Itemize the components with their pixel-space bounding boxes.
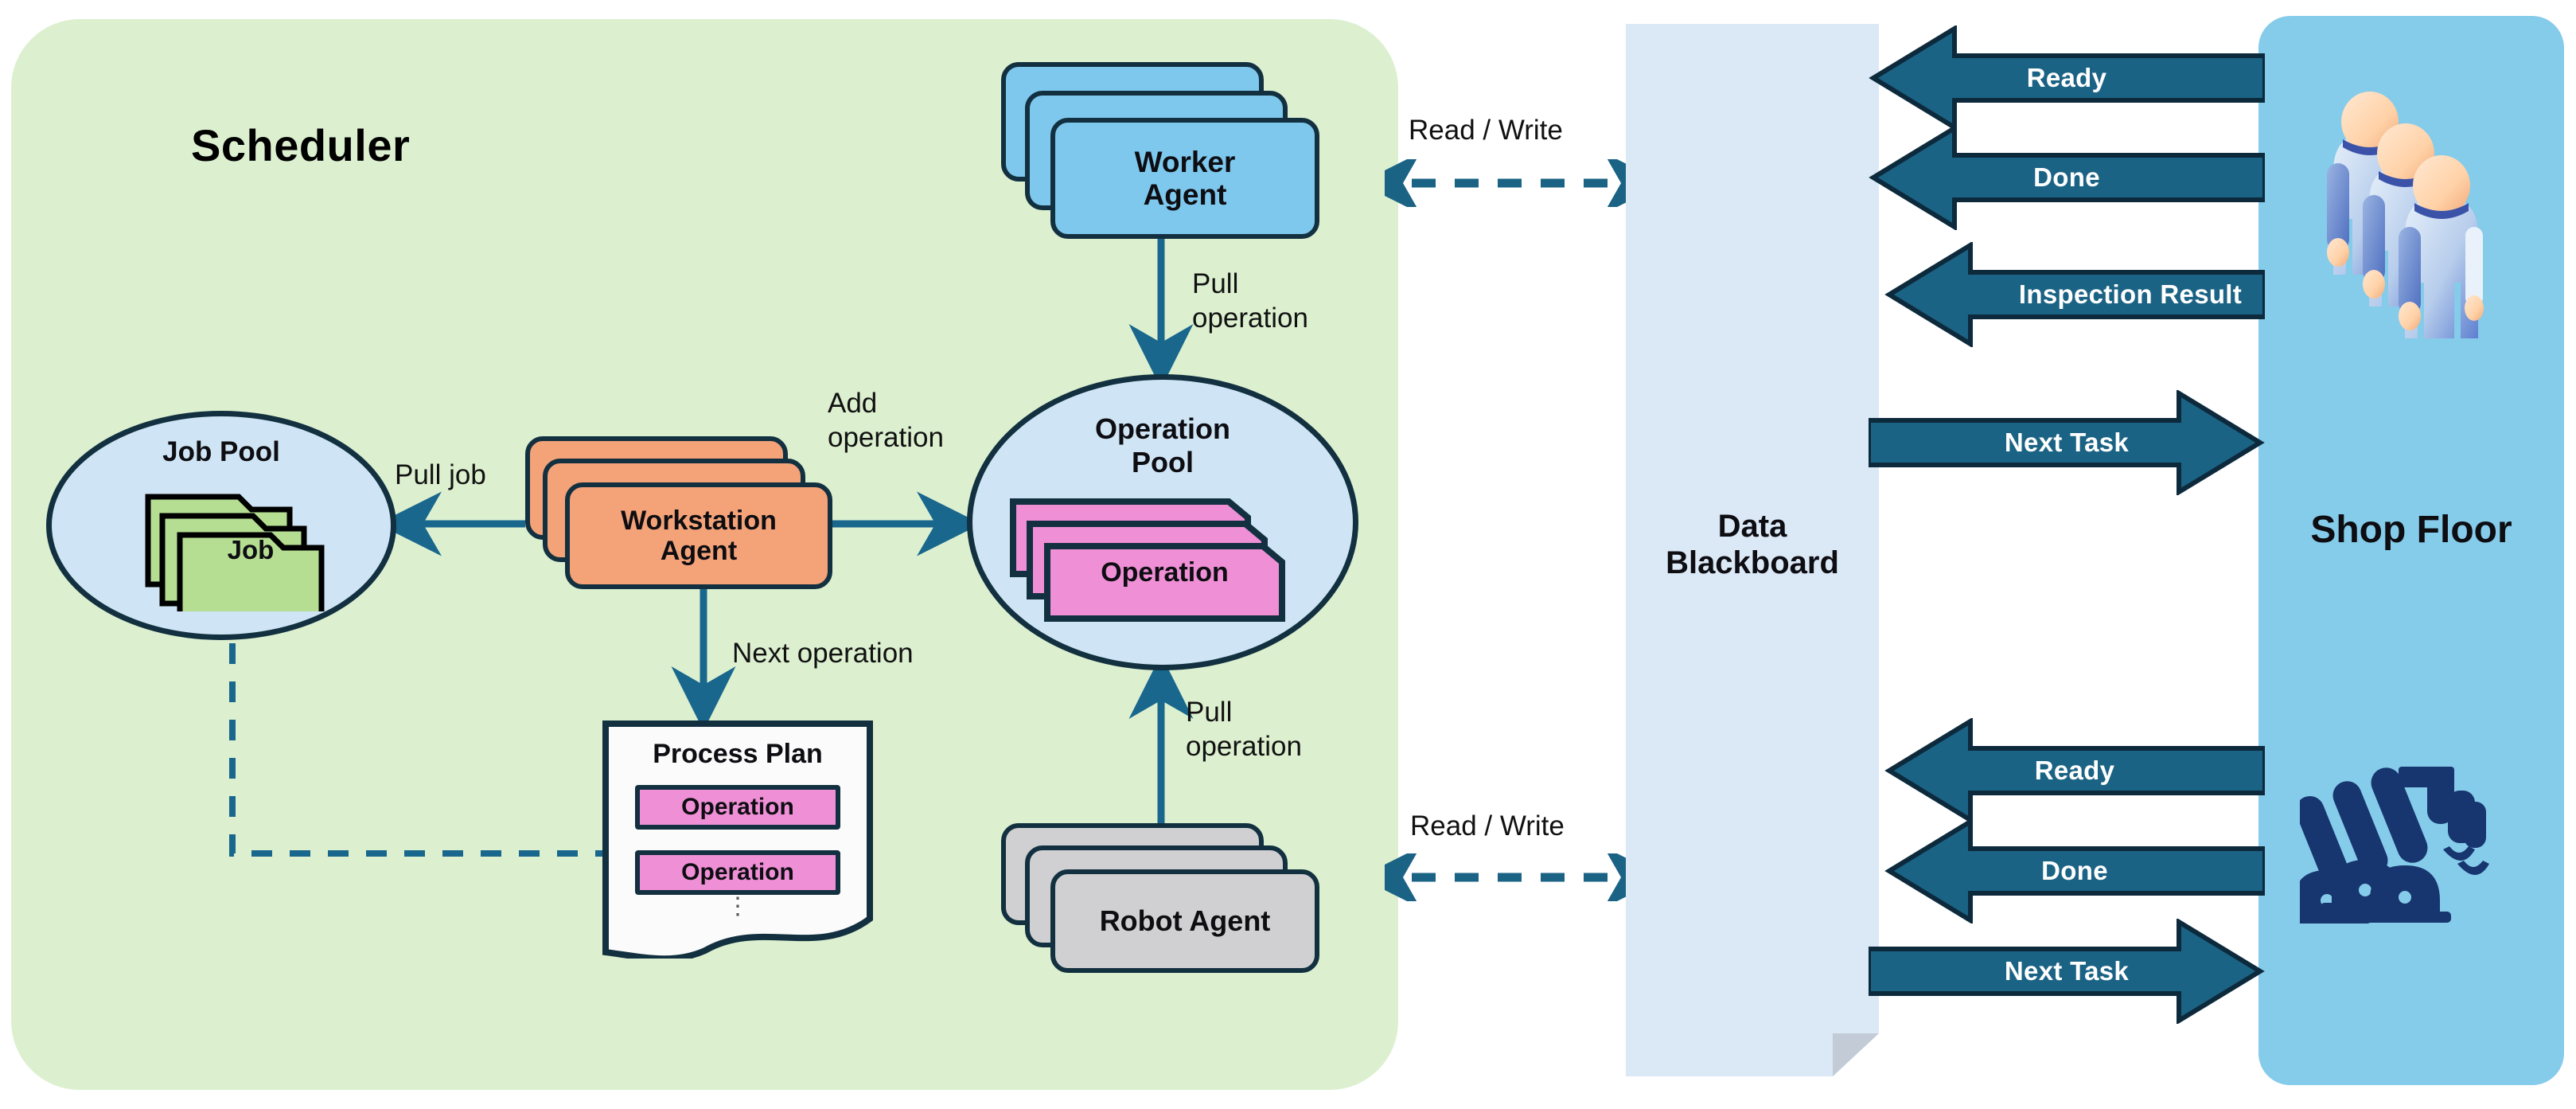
- read-write-top-label: Read / Write: [1409, 115, 1563, 146]
- job-pool[interactable]: [46, 411, 396, 640]
- worker-agent-stack[interactable]: Worker Agent: [1001, 62, 1319, 239]
- message-arrow-ready-bottom[interactable]: Ready: [1884, 718, 2265, 823]
- operation-pool-label-line2: Pool: [1132, 446, 1194, 479]
- read-write-bottom-arrow: [1385, 853, 1639, 901]
- operation-pool-label: Operation Pool: [967, 412, 1358, 480]
- edge-label-pull-job: Pull job: [395, 459, 486, 490]
- edge-label-next-operation: Next operation: [732, 638, 914, 669]
- message-arrow-done-bottom-label: Done: [2041, 856, 2108, 885]
- workstation-agent-stack[interactable]: Workstation Agent: [525, 436, 836, 596]
- process-plan-document[interactable]: Process Plan Operation Operation ⋮: [602, 720, 874, 959]
- message-arrow-next-task-bottom-label: Next Task: [2004, 956, 2130, 986]
- blackboard-shape: [1626, 24, 1879, 1076]
- workstation-agent-card-front[interactable]: Workstation Agent: [565, 482, 832, 589]
- process-plan-shape: [602, 720, 873, 959]
- blackboard-label: Data Blackboard: [1626, 508, 1879, 581]
- shop-floor-label: Shop Floor: [2310, 509, 2512, 551]
- message-arrow-ready-top-label: Ready: [2026, 63, 2107, 92]
- operation-card-stack[interactable]: [1009, 498, 1288, 633]
- message-arrow-done-top[interactable]: Done: [1869, 125, 2265, 230]
- blackboard-label-line1: Data: [1717, 509, 1787, 544]
- job-to-process-plan-connector: [229, 605, 605, 857]
- job-card-stack[interactable]: [145, 492, 328, 611]
- robot-arms-icon: [2300, 767, 2489, 924]
- message-arrow-ready-top[interactable]: Ready: [1869, 25, 2265, 131]
- process-plan-operation-2[interactable]: Operation: [635, 850, 840, 895]
- message-arrow-inspection-result-label: Inspection Result: [2018, 279, 2243, 309]
- process-plan-ellipsis: ⋮: [726, 893, 750, 920]
- message-arrow-inspection-result[interactable]: Inspection Result: [1884, 242, 2265, 347]
- process-plan-operation-1[interactable]: Operation: [635, 785, 840, 830]
- scheduler-title: Scheduler: [191, 120, 411, 170]
- workstation-agent-label-line2: Agent: [660, 536, 738, 566]
- blackboard-label-line2: Blackboard: [1666, 545, 1839, 580]
- operation-card-label: Operation: [1101, 557, 1229, 588]
- operation-pool-label-line1: Operation: [1094, 412, 1230, 445]
- job-card-label: Job: [227, 535, 275, 564]
- read-write-top-arrow: [1385, 159, 1639, 207]
- robot-agent-stack[interactable]: Robot Agent: [1001, 823, 1319, 974]
- message-arrow-ready-bottom-label: Ready: [2034, 756, 2115, 785]
- robot-agent-card-front[interactable]: Robot Agent: [1050, 869, 1319, 973]
- job-pool-label: Job Pool: [162, 436, 280, 467]
- message-arrow-next-task-top[interactable]: Next Task: [1869, 390, 2265, 495]
- message-arrow-next-task-bottom[interactable]: Next Task: [1869, 919, 2265, 1024]
- message-arrow-done-bottom[interactable]: Done: [1884, 818, 2265, 924]
- data-blackboard[interactable]: Data Blackboard: [1626, 24, 1879, 1076]
- robot-agent-label: Robot Agent: [1099, 904, 1271, 937]
- workers-icon: [2327, 92, 2484, 338]
- message-arrow-done-top-label: Done: [2033, 162, 2100, 192]
- message-arrow-next-task-top-label: Next Task: [2004, 428, 2130, 457]
- workstation-agent-label-line1: Workstation: [621, 505, 777, 536]
- worker-agent-card-front[interactable]: Worker Agent: [1050, 118, 1319, 239]
- read-write-bottom-label: Read / Write: [1410, 810, 1565, 842]
- process-plan-title: Process Plan: [653, 739, 823, 769]
- worker-agent-label-line2: Agent: [1143, 178, 1227, 211]
- worker-agent-label-line1: Worker: [1134, 145, 1236, 178]
